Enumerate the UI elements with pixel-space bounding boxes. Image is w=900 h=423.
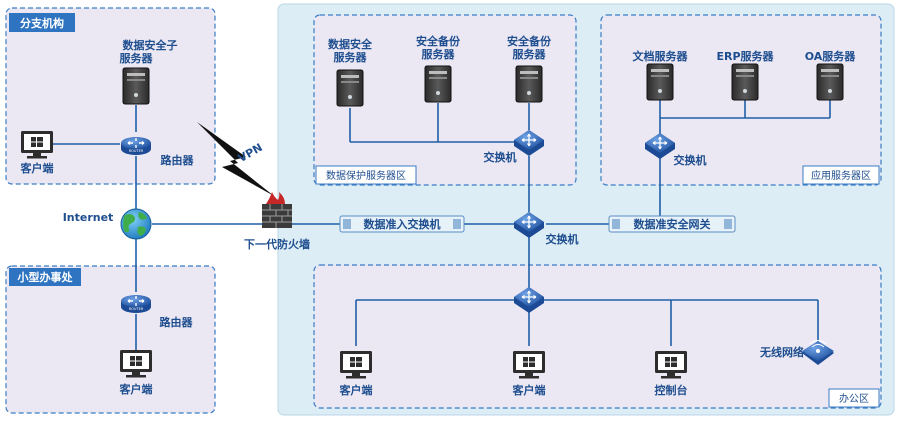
branch-zone-label: 分支机构 (20, 16, 64, 30)
connection-lines (50, 100, 831, 352)
small-office-zone-label: 小型办事处 (17, 270, 74, 284)
vpn-label: VPN (236, 141, 265, 165)
data-protection-zone-label: 数据保护服务器区 (326, 169, 406, 182)
wireless-label: 无线网络 (759, 345, 804, 359)
erp-server-icon (731, 63, 759, 101)
branch-router-icon (120, 136, 152, 156)
office-zone (313, 264, 882, 409)
office-client-2-label: 客户端 (512, 383, 546, 397)
security-gateway-label: 数据准安全网关 (634, 217, 711, 231)
backup-server-1-label-line2: 服务器 (422, 47, 456, 61)
app-server-zone-label: 应用服务器区 (811, 169, 871, 182)
oa-server-icon (816, 63, 844, 101)
core-switch-label: 交换机 (546, 232, 579, 246)
app-switch-label: 交换机 (674, 153, 707, 167)
console-label: 控制台 (655, 383, 688, 397)
data-server-icon (336, 69, 364, 107)
erp-server-label: ERP服务器 (716, 49, 774, 63)
access-gateway-device (339, 215, 465, 233)
app-server-zone-tag (802, 165, 880, 185)
firewall-label: 下一代防火墙 (244, 237, 310, 251)
backup-server-2-label-line2: 服务器 (513, 47, 547, 61)
branch-router-label: 路由器 (161, 153, 195, 167)
office-zone-label: 办公区 (839, 392, 869, 405)
data-server-label-line2: 服务器 (334, 50, 368, 64)
data-protection-zone-tag (315, 165, 417, 185)
office-client-1-label: 客户端 (339, 383, 373, 397)
branch-client-label: 客户端 (20, 161, 54, 175)
branch-server-label-line2: 服务器 (120, 51, 154, 65)
branch-server-label-line1: 数据安全子 (123, 38, 178, 52)
branch-zone-tag (9, 13, 75, 32)
data-server-label-line1: 数据安全 (328, 37, 373, 51)
vpn-bolt-icon (197, 122, 274, 196)
doc-server-icon (646, 63, 674, 101)
data-protection-switch-label: 交换机 (484, 150, 517, 164)
security-gateway-device (608, 215, 736, 233)
internet-globe-icon (120, 208, 152, 240)
internet-label: Internet (63, 211, 114, 224)
backup-server-1-icon (424, 65, 452, 103)
small-office-router-icon (120, 294, 152, 314)
access-gateway-label: 数据准入交换机 (364, 217, 441, 231)
wireless-ap-icon (802, 340, 834, 365)
backup-server-2-icon (515, 65, 543, 103)
oa-server-label: OA服务器 (805, 49, 857, 63)
backup-server-1-label-line1: 安全备份 (416, 34, 461, 48)
small-office-router-label: 路由器 (160, 315, 194, 329)
small-office-zone-tag (9, 268, 81, 286)
backup-server-2-label-line1: 安全备份 (507, 34, 552, 48)
branch-zone (5, 7, 216, 185)
small-office-zone (5, 265, 216, 414)
small-office-client-label: 客户端 (119, 382, 153, 396)
firewall-icon (262, 192, 292, 228)
doc-server-label: 文档服务器 (633, 49, 689, 63)
branch-server-icon (122, 67, 150, 105)
office-zone-tag (828, 388, 880, 408)
